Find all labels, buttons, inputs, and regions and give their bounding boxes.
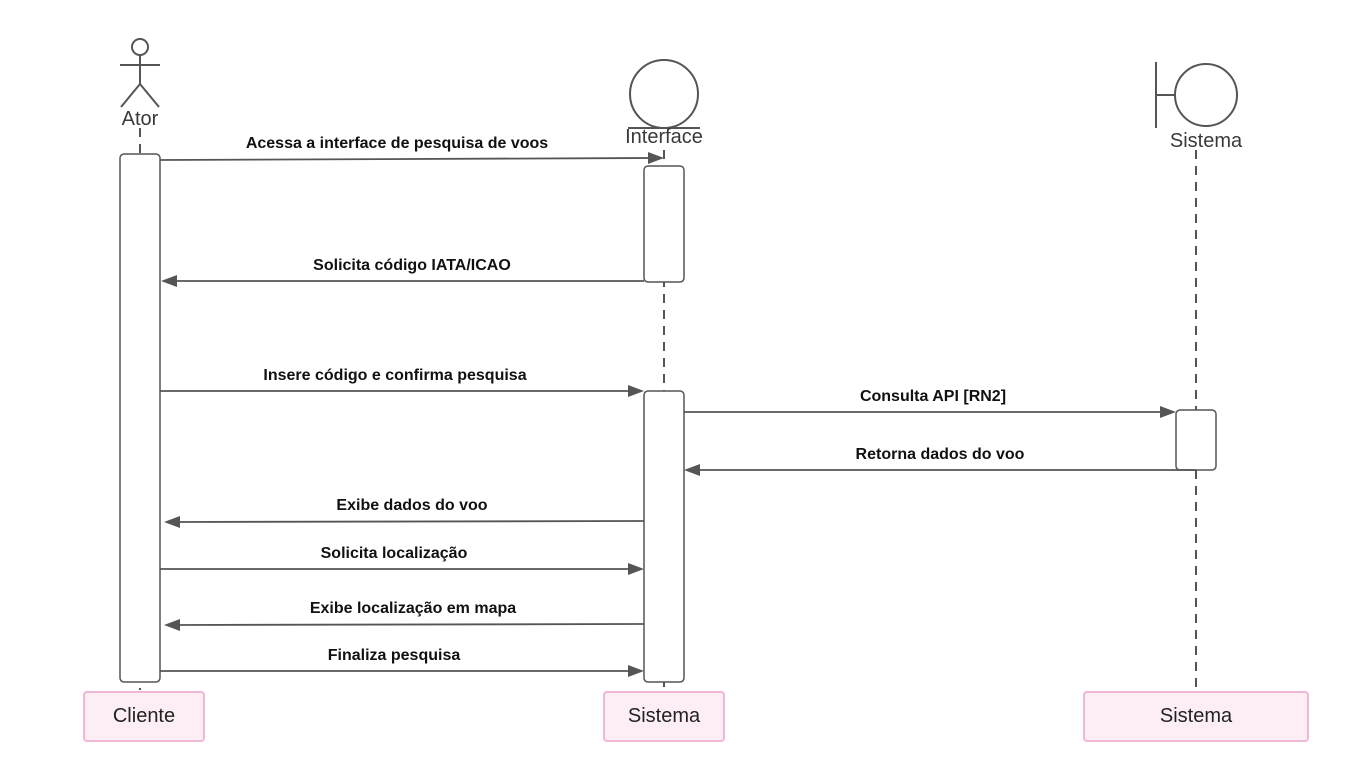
message-label: Consulta API [RN2] xyxy=(860,388,1006,405)
message-label: Exibe localização em mapa xyxy=(310,600,516,617)
message-show-map: Exibe localização em mapa xyxy=(164,600,645,631)
participant-external-system: Sistema xyxy=(1083,691,1309,742)
message-label: Retorna dados do voo xyxy=(856,446,1025,463)
participant-client: Cliente xyxy=(83,691,205,742)
message-label: Insere código e confirma pesquisa xyxy=(263,367,526,384)
message-request-location: Solicita localização xyxy=(160,545,644,575)
boundary-icon xyxy=(1155,62,1238,128)
message-label: Acessa a interface de pesquisa de voos xyxy=(246,135,548,152)
actor-activation xyxy=(119,153,161,683)
interface-activation-1 xyxy=(643,165,685,283)
message-label: Solicita código IATA/ICAO xyxy=(313,257,511,274)
message-show-data: Exibe dados do voo xyxy=(164,497,645,528)
message-insert-code: Insere código e confirma pesquisa xyxy=(160,367,644,397)
actor-icon xyxy=(120,38,160,108)
message-label: Exibe dados do voo xyxy=(336,497,487,514)
message-access-interface: Acessa a interface de pesquisa de voos xyxy=(159,135,664,164)
message-label: Finaliza pesquisa xyxy=(328,647,461,664)
participant-system: Sistema xyxy=(603,691,725,742)
message-label: Solicita localização xyxy=(321,545,468,562)
interface-label: Interface xyxy=(625,126,703,148)
entity-icon xyxy=(628,59,700,129)
participant-client-label: Cliente xyxy=(113,705,175,727)
message-query-api: Consulta API [RN2] xyxy=(684,388,1176,418)
participant-external-system-label: Sistema xyxy=(1160,705,1233,727)
message-return-data: Retorna dados do voo xyxy=(684,446,1196,476)
participant-system-label: Sistema xyxy=(628,705,701,727)
message-finish-search: Finaliza pesquisa xyxy=(160,647,644,677)
message-request-code: Solicita código IATA/ICAO xyxy=(161,257,644,287)
actor-label: Ator xyxy=(122,108,159,130)
system-label: Sistema xyxy=(1170,130,1243,152)
system-activation xyxy=(1175,409,1217,471)
interface-activation-2 xyxy=(643,390,685,683)
